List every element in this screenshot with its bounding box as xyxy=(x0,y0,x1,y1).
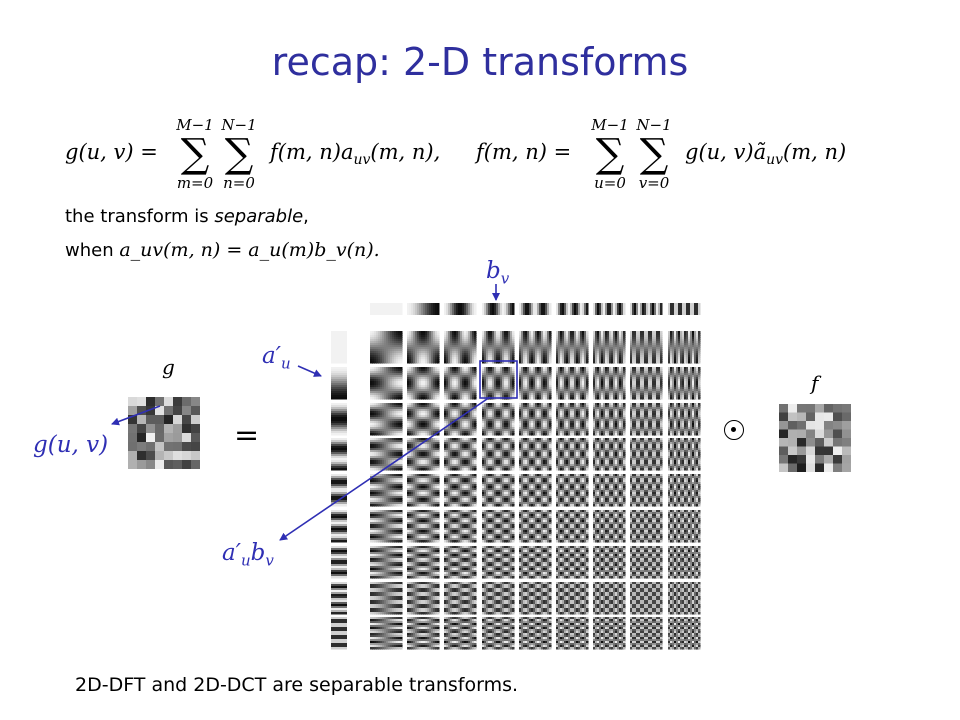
f-image xyxy=(779,404,851,472)
g-image xyxy=(128,397,200,469)
equals-sign: = xyxy=(234,418,260,453)
hadamard-product-symbol xyxy=(724,420,744,440)
inverse-lhs: f(m, n) = xyxy=(476,140,572,164)
a-u-arrow xyxy=(297,365,322,377)
b-v-label: bv xyxy=(486,258,510,288)
g-uv-label: g(u, v) xyxy=(33,432,109,458)
g-label: g xyxy=(162,355,175,379)
forward-sum-m: M−1 ∑ m=0 xyxy=(176,116,214,192)
separable-line-2: when a_uv(m, n) = a_u(m)b_v(n). xyxy=(65,239,380,261)
a-u-b-v-label: a′ubv xyxy=(222,540,274,570)
forward-lhs: g(u, v) = xyxy=(65,140,158,164)
separable-line-1: the transform is separable, xyxy=(65,206,309,227)
forward-sum-n: N−1 ∑ n=0 xyxy=(221,116,257,192)
f-label: f xyxy=(811,371,819,395)
inverse-sum-v: N−1 ∑ v=0 xyxy=(636,116,672,192)
inverse-sum-u: M−1 ∑ u=0 xyxy=(591,116,629,192)
b-v-basis-strip xyxy=(370,303,706,315)
forward-body: f(m, n)auv(m, n), xyxy=(270,140,441,169)
slide-title: recap: 2-D transforms xyxy=(271,40,689,84)
a-u-prime-label: a′u xyxy=(262,343,291,373)
a-u-basis-strip xyxy=(331,331,347,651)
inverse-body: g(u, v)ãuv(m, n) xyxy=(685,140,847,169)
basis-image-grid xyxy=(370,331,706,651)
separable-condition: a_uv(m, n) = a_u(m)b_v(n). xyxy=(119,239,380,261)
slide-caption: 2D-DFT and 2D-DCT are separable transfor… xyxy=(75,674,519,696)
